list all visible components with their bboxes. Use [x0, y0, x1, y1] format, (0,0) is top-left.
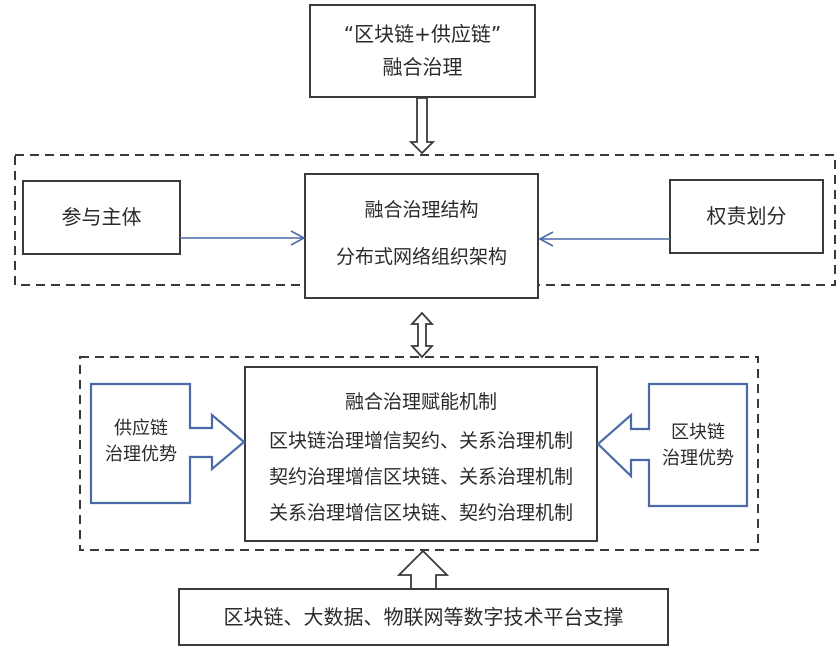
participants-box — [22, 180, 181, 255]
structure-center-title: 融合治理结构 — [364, 199, 479, 221]
structure-center-box — [304, 173, 539, 299]
mechanism-title: 融合治理赋能机制 — [344, 391, 497, 413]
mechanism-line-1: 区块链治理增信契约、关系治理机制 — [268, 430, 573, 452]
double-arrow-hollow — [409, 311, 435, 359]
blockchain-advantage-line1: 区块链 — [671, 422, 725, 443]
responsibility-box — [669, 179, 824, 254]
supply-chain-advantage-line1: 供应链 — [114, 418, 168, 439]
structure-layer-dashed-region — [14, 154, 836, 286]
participants-label: 参与主体 — [61, 205, 142, 229]
top-box-line2: 融合治理 — [382, 55, 463, 79]
mechanism-center-box — [244, 366, 598, 542]
up-arrow-hollow — [396, 549, 450, 590]
responsibility-label: 权责划分 — [706, 204, 787, 228]
supply-chain-advantage-arrow-box — [89, 382, 246, 505]
supply-chain-advantage-line2: 治理优势 — [105, 444, 177, 465]
digital-platform-label: 区块链、大数据、物联网等数字技术平台支撑 — [223, 605, 624, 629]
arrow-participants-to-structure — [180, 230, 306, 246]
mechanism-line-3: 关系治理增信区块链、契约治理机制 — [268, 502, 573, 524]
top-box — [309, 4, 536, 98]
mechanism-layer-dashed-region — [79, 356, 759, 551]
blockchain-advantage-line2: 治理优势 — [662, 448, 734, 469]
top-box-line1: “区块链+供应链” — [343, 22, 502, 46]
structure-center-subtitle: 分布式网络组织架构 — [335, 246, 507, 268]
digital-platform-box — [178, 588, 669, 646]
blockchain-advantage-arrow-box — [596, 382, 749, 508]
mechanism-line-2: 契约治理增信区块链、关系治理机制 — [268, 466, 573, 488]
down-arrow-hollow — [408, 97, 436, 155]
arrow-responsibility-to-structure — [538, 231, 670, 247]
